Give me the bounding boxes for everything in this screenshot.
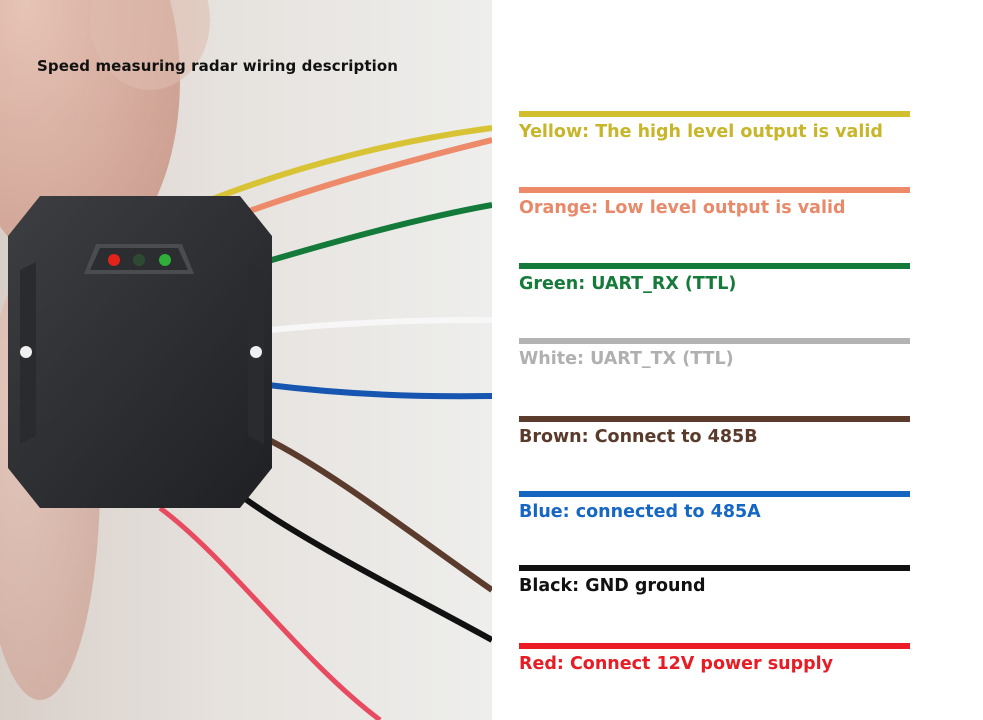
white-wire-label: White: UART_TX (TTL) — [519, 349, 734, 369]
white-wire — [269, 317, 492, 333]
black-wire-label: Black: GND ground — [519, 576, 706, 596]
green-wire — [264, 202, 492, 265]
yellow-wire — [208, 125, 492, 203]
green-wire-label: Green: UART_RX (TTL) — [519, 274, 737, 294]
green-color-bar — [519, 263, 910, 269]
brown-color-bar — [519, 416, 910, 422]
black-wire — [238, 492, 492, 643]
red-color-bar — [519, 643, 910, 649]
blue-wire-label: Blue: connected to 485A — [519, 502, 761, 522]
page-title: Speed measuring radar wiring description — [37, 57, 399, 75]
yellow-color-bar — [519, 111, 910, 117]
orange-wire — [228, 137, 492, 221]
yellow-wire-label: Yellow: The high level output is valid — [519, 122, 883, 142]
blue-wire — [267, 382, 492, 400]
radar-photo: Speed measuring radar wiring description — [0, 0, 492, 720]
red-led — [108, 254, 120, 266]
brown-wire — [263, 435, 492, 593]
radar-module — [8, 196, 272, 508]
orange-color-bar — [519, 187, 910, 193]
dim-led — [133, 254, 145, 266]
green-led — [159, 254, 171, 266]
red-wire — [158, 505, 382, 720]
red-wire-label: Red: Connect 12V power supply — [519, 654, 834, 674]
orange-wire-label: Orange: Low level output is valid — [519, 198, 846, 218]
blue-color-bar — [519, 491, 910, 497]
brown-wire-label: Brown: Connect to 485B — [519, 427, 758, 447]
white-color-bar — [519, 338, 910, 344]
black-color-bar — [519, 565, 910, 571]
